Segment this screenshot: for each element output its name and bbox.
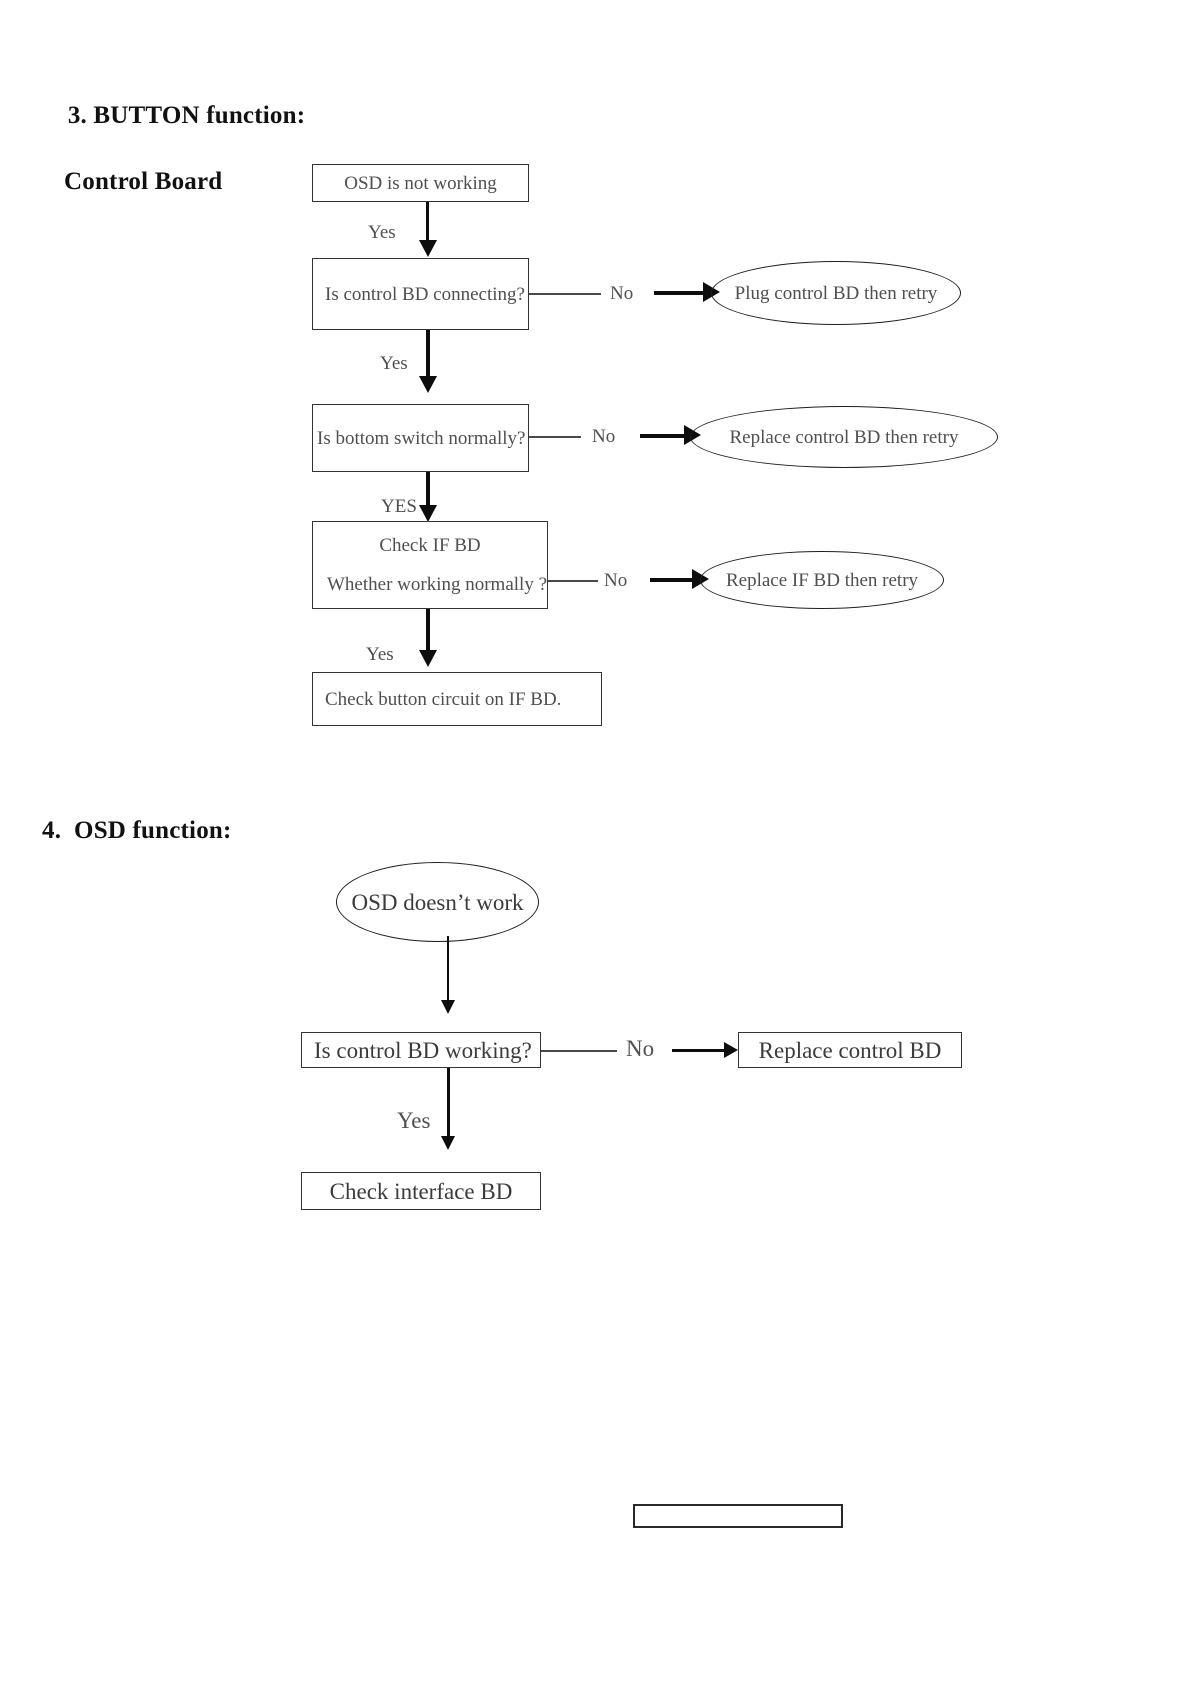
node-label: Is control BD connecting? bbox=[325, 283, 525, 305]
node-osd-is-not-working: OSD is not working bbox=[312, 164, 529, 202]
edge-label-no-1: No bbox=[610, 283, 634, 304]
node-check-if-bd-whether-working-normally: Check IF BD Whether working normally ? bbox=[312, 521, 548, 609]
section-4-heading: 4. OSD function: bbox=[42, 817, 232, 844]
node-plug-control-bd-then-retry: Plug control BD then retry bbox=[711, 261, 961, 325]
edge-label-yes-osd: Yes bbox=[397, 1108, 431, 1133]
connector-arrow-to-action3 bbox=[650, 578, 696, 582]
node-is-control-bd-working: Is control BD working? bbox=[301, 1032, 541, 1068]
node-label: Replace control BD bbox=[758, 1037, 942, 1063]
node-label: Check interface BD bbox=[329, 1178, 513, 1204]
connector-arrow-to-action1 bbox=[654, 291, 708, 295]
connector-decision1-no bbox=[529, 293, 601, 295]
node-label: Is control BD working? bbox=[314, 1037, 532, 1063]
arrow-down-icon bbox=[419, 376, 437, 393]
connector-decision2-to-decision3 bbox=[426, 472, 430, 514]
connector-decision3-no bbox=[548, 580, 598, 582]
node-check-button-circuit-on-if-bd: Check button circuit on IF BD. bbox=[312, 672, 602, 726]
node-label: Replace control BD then retry bbox=[729, 426, 959, 448]
edge-label-yes-4: Yes bbox=[366, 644, 394, 665]
connector-decision2-no bbox=[529, 436, 581, 438]
connector-decision1-to-decision2 bbox=[426, 330, 430, 384]
node-label: Check button circuit on IF BD. bbox=[325, 688, 562, 710]
node-is-control-bd-connecting: Is control BD connecting? bbox=[312, 258, 529, 330]
node-replace-control-bd: Replace control BD bbox=[738, 1032, 962, 1068]
connector-osd-decision-no bbox=[541, 1050, 617, 1052]
node-label-line2: Whether working normally ? bbox=[327, 574, 548, 595]
node-check-interface-bd: Check interface BD bbox=[301, 1172, 541, 1210]
node-osd-doesnt-work: OSD doesn’t work bbox=[336, 862, 539, 942]
arrow-right-icon bbox=[724, 1042, 738, 1058]
node-replace-if-bd-then-retry: Replace IF BD then retry bbox=[700, 551, 944, 609]
node-label: Is bottom switch normally? bbox=[317, 427, 526, 449]
connector-decision3-to-end bbox=[426, 609, 430, 658]
edge-label-yes-1: Yes bbox=[368, 222, 396, 243]
connector-osd-decision-to-end bbox=[447, 1068, 450, 1144]
footer-placeholder-box bbox=[633, 1504, 843, 1528]
edge-label-yes-2: Yes bbox=[380, 353, 408, 374]
node-label: OSD is not working bbox=[344, 172, 497, 194]
arrow-down-icon bbox=[441, 1136, 455, 1150]
section-3-title-line1: 3. BUTTON function: bbox=[67, 102, 306, 129]
arrow-down-icon bbox=[419, 650, 437, 667]
node-is-bottom-switch-normally: Is bottom switch normally? bbox=[312, 404, 529, 472]
node-label: Replace IF BD then retry bbox=[725, 569, 919, 591]
edge-label-no-osd: No bbox=[626, 1036, 655, 1061]
arrow-down-icon bbox=[441, 1000, 455, 1014]
connector-start-to-decision1 bbox=[426, 202, 429, 248]
edge-label-no-3: No bbox=[604, 570, 628, 591]
section-3-heading: 3. BUTTON function: Control Board bbox=[42, 66, 305, 264]
connector-osd-start-to-decision bbox=[447, 936, 449, 1008]
section-3-title-line2: Control Board bbox=[64, 168, 223, 195]
arrow-down-icon bbox=[419, 240, 437, 257]
arrow-down-icon bbox=[419, 505, 437, 522]
edge-label-no-2: No bbox=[592, 426, 616, 447]
node-label: Plug control BD then retry bbox=[734, 282, 938, 304]
node-label: OSD doesn’t work bbox=[351, 889, 524, 915]
connector-arrow-to-action2 bbox=[640, 434, 688, 438]
connector-arrow-to-replace-control-bd bbox=[672, 1049, 728, 1052]
node-label-line1: Check IF BD bbox=[379, 535, 481, 556]
edge-label-yes-3: YES bbox=[381, 496, 417, 517]
node-replace-control-bd-then-retry: Replace control BD then retry bbox=[690, 406, 998, 468]
